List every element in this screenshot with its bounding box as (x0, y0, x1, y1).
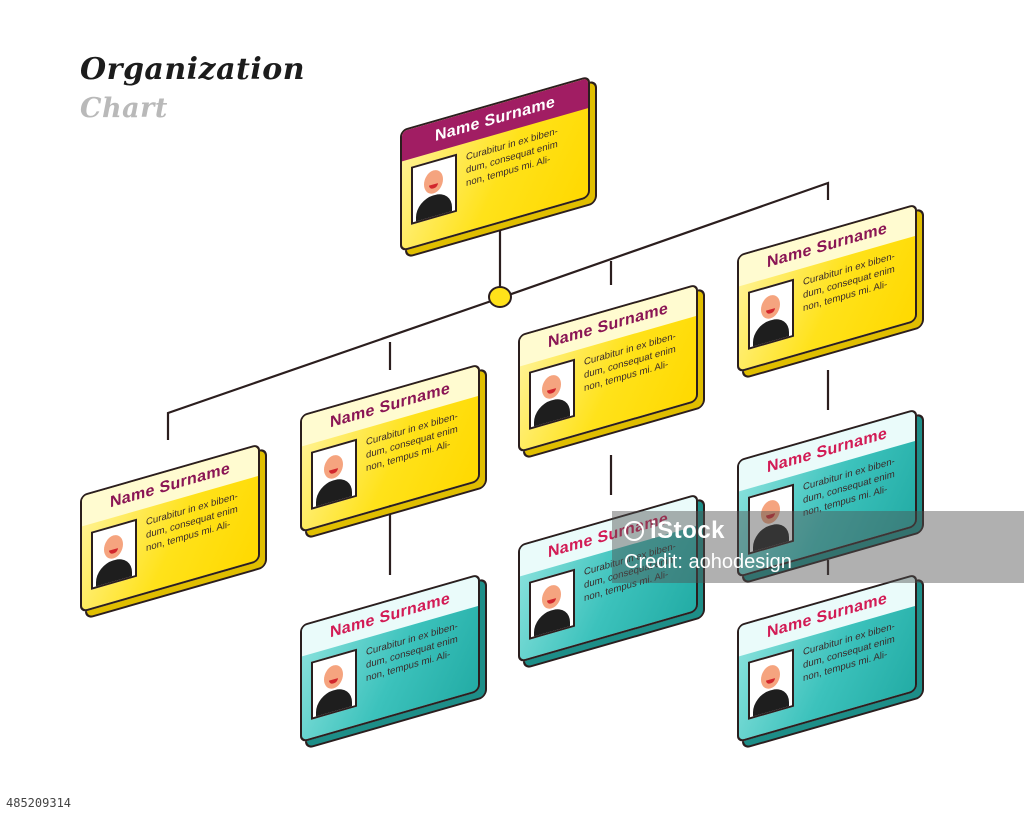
person-avatar-icon (529, 358, 575, 430)
person-avatar-icon (311, 438, 357, 510)
brand-logo-icon (624, 521, 644, 541)
junction-node (488, 286, 512, 308)
chart-title: Organization (80, 52, 306, 87)
watermark-credit: Credit: aohodesign (624, 551, 792, 573)
person-avatar-icon (748, 278, 794, 350)
chart-subtitle: Chart (80, 93, 168, 124)
person-avatar-icon (311, 648, 357, 720)
person-avatar-icon (748, 648, 794, 720)
person-avatar-icon (411, 153, 457, 225)
watermark-brand: iStock (624, 517, 725, 545)
person-avatar-icon (91, 518, 137, 590)
person-avatar-icon (529, 568, 575, 640)
stock-id: 485209314 (6, 796, 72, 810)
watermark-banner: iStock Credit: aohodesign (612, 511, 1024, 583)
